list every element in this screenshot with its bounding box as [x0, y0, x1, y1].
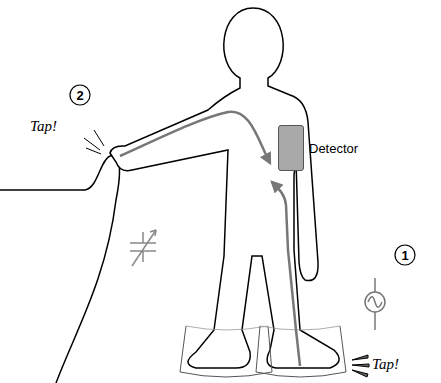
tap-marks — [352, 355, 369, 377]
callout-circle — [395, 245, 415, 265]
signal-path-1 — [272, 182, 300, 366]
human-figure — [110, 8, 339, 368]
tap-marks — [84, 130, 104, 154]
callout-number: 2 — [76, 88, 83, 103]
tap-label: Tap! — [372, 356, 399, 373]
detector-box: Detector — [278, 125, 304, 171]
variable-capacitor-symbol — [130, 230, 156, 266]
shoe-insulator-rim — [260, 326, 340, 330]
shoe-insulator — [256, 326, 346, 377]
shoe-insulator-rim — [186, 326, 268, 330]
node-label: Detector — [309, 141, 358, 156]
table-outline — [0, 156, 120, 383]
callout-number: 1 — [401, 248, 408, 263]
tap-label: Tap! — [30, 118, 57, 135]
ac-source-symbol — [365, 278, 385, 330]
callout-circle — [70, 85, 90, 105]
signal-path-2 — [120, 112, 270, 163]
